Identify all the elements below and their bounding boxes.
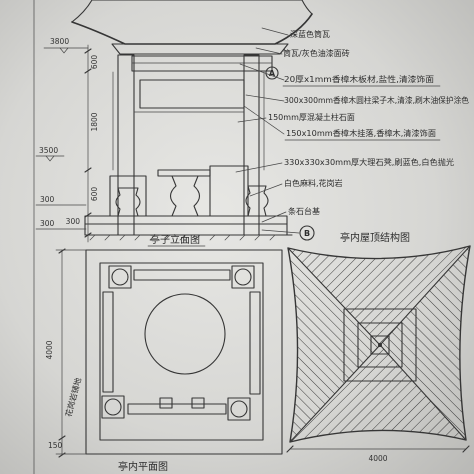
plan-bench-left: [102, 291, 114, 393]
dim-plan-edge: 150: [48, 441, 63, 450]
leader-note-6: [235, 162, 283, 173]
plan-stool-bottom-b: [191, 397, 205, 409]
elevation-dim-ticks: [84, 48, 92, 238]
plan-inner-square: [99, 262, 264, 441]
dim-level-a: 300: [40, 195, 55, 204]
leader-note-3: [245, 94, 285, 102]
plan-bench-top: [133, 269, 231, 281]
note-stone-base: 条石台基: [288, 206, 320, 216]
roof-center-block: [370, 335, 390, 355]
plan-column-bottom-right: [227, 397, 251, 421]
plan-column-top-left-round: [111, 268, 129, 286]
roof-center-point: [378, 343, 382, 347]
title-roof-plan: 亭内屋顶结构图: [340, 231, 410, 244]
leader-note-2: [239, 63, 285, 81]
leader-note-0: [261, 27, 289, 36]
plan-column-bottom-right-round: [230, 400, 248, 418]
note-concrete-column: 150mm厚混凝土柱石面: [268, 112, 355, 122]
note-lattice: 150x10mm香樟木挂落,香樟木,清漆饰面: [286, 128, 436, 138]
roof-panel-left: [288, 248, 380, 442]
roof-bracket-band: [111, 43, 289, 55]
plan-round-table: [144, 293, 226, 375]
dim-top-level: 3800: [50, 37, 69, 46]
plan-column-bottom-left-round: [104, 398, 122, 416]
callout-a-circle: [265, 66, 279, 80]
callout-b-circle: [299, 225, 315, 241]
roof-ridge-se: [379, 344, 467, 441]
plan-stool-bottom-a: [159, 397, 173, 409]
dim-level-b: 300: [40, 219, 55, 228]
note-timber-column: 300x300mm香樟木圆柱梁子木,清漆,刷木油保护涂色: [284, 95, 469, 105]
platform-top: [84, 215, 288, 225]
roof-ridge-ne: [379, 245, 471, 346]
plan-column-top-right: [231, 265, 255, 289]
note-marble-stool: 330x330x30mm厚大理石凳,刷蓝色,白色抛光: [284, 157, 454, 167]
roof-ridge-nw: [287, 247, 381, 346]
plan-column-bottom-left: [101, 395, 125, 419]
callout-a-label: A: [269, 69, 276, 78]
roof-panel-right: [380, 246, 470, 440]
dim-column-height: 1800: [90, 112, 99, 131]
plan-outer-square: [85, 249, 283, 455]
plan-column-top-right-round: [234, 268, 252, 286]
leader-note-1: [255, 47, 283, 55]
roof-panel-top: [288, 246, 470, 345]
leader-note-8: [261, 211, 287, 223]
leader-note-5: [243, 105, 285, 135]
note-tile-facing: 筒瓦/灰色油漆面砖: [283, 48, 350, 58]
lintel-beam: [131, 55, 273, 72]
dim-base-height: 300: [66, 217, 81, 226]
callout-b-label: B: [304, 229, 310, 238]
title-elevation: 亭子立面图: [150, 233, 200, 246]
plan-column-top-left: [108, 265, 132, 289]
dim-plan-depth: 4000: [45, 340, 54, 359]
material-annotations: 深蓝色筒瓦 筒瓦/灰色油漆面砖 A 20厚x1mm香樟木板材,盐性,清漆饰面 3…: [235, 27, 469, 241]
roof-plan-hatching: [288, 246, 470, 442]
ground-hatch: [89, 234, 276, 241]
dim-mid-level: 3500: [39, 146, 58, 155]
elevation-dimensions: 3800 600 1800 3500 600 300 300 300: [35, 37, 99, 243]
roof-frame-outer: [343, 308, 417, 382]
note-roof-tile: 深蓝色筒瓦: [290, 29, 330, 39]
roof-frame-inner: [357, 322, 403, 368]
leader-note-4: [237, 117, 267, 123]
roof-dim-ticks: [286, 445, 470, 453]
level-marker-mid: [45, 155, 55, 162]
leader-callout-b: [261, 229, 300, 234]
roof-ridge-sw: [289, 344, 381, 443]
dim-rail-height: 600: [90, 187, 99, 202]
roof-structure-plan: 4000: [286, 245, 471, 463]
dim-roof-width: 4000: [368, 454, 387, 463]
plan-bench-bottom: [127, 403, 227, 415]
title-plan: 亭内平面图: [118, 460, 168, 473]
leader-note-7: [249, 183, 283, 197]
pavilion-plan: [85, 249, 283, 455]
note-timber-board: 20厚x1mm香樟木板材,盐性,清漆饰面: [284, 74, 434, 84]
roof-panel-bottom: [290, 345, 466, 442]
pavilion-elevation: [71, 0, 313, 241]
level-marker-top: [59, 47, 69, 54]
note-granite: 白色麻料,花岗岩: [284, 178, 343, 188]
plan-bench-right: [249, 291, 261, 395]
dim-eave-height: 600: [90, 55, 99, 70]
